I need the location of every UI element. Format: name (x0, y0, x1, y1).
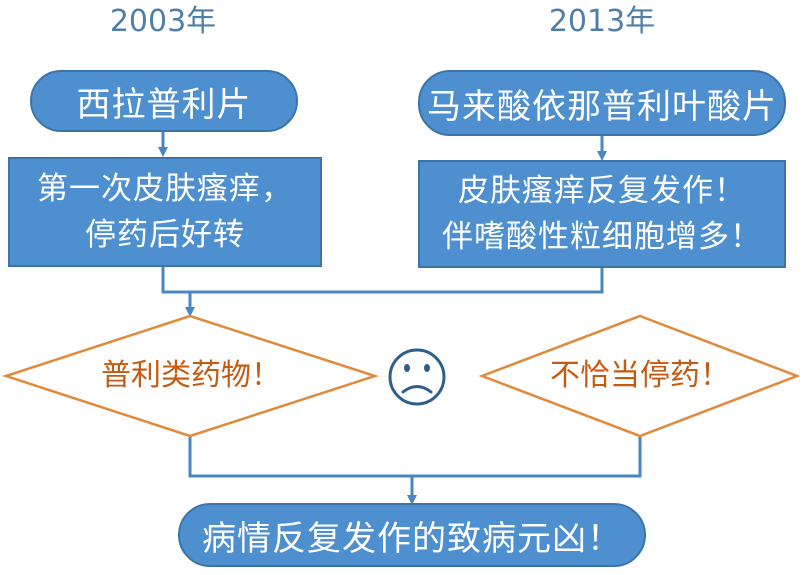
reaction-right-line-1: 皮肤瘙痒反复发作！ (458, 173, 746, 209)
sad-face-icon (388, 348, 446, 406)
conclusion-label: 病情反复发作的致病元凶！ (202, 518, 622, 559)
diamond-left-cause (1, 314, 380, 438)
reaction-right-line-2: 伴嗜酸性粒细胞增多！ (442, 219, 762, 255)
year-left-label: 2003年 (109, 4, 217, 39)
reaction-left-line-2: 停药后好转 (85, 217, 245, 253)
drug-right-label: 马来酸依那普利叶酸片 (427, 86, 777, 127)
drug-left-label: 西拉普利片 (76, 84, 252, 125)
diamond-right-cause (478, 314, 801, 438)
connector-diamonds-merge (188, 437, 642, 478)
cause-left-label: 普利类药物！ (101, 358, 281, 393)
drug-right-box: 马来酸依那普利叶酸片 (418, 70, 786, 136)
drug-left-box: 西拉普利片 (30, 70, 298, 132)
reaction-left-line-1: 第一次皮肤瘙痒， (37, 171, 293, 207)
reaction-right-box: 皮肤瘙痒反复发作！ 伴嗜酸性粒细胞增多！ (418, 160, 786, 268)
cause-right-label: 不恰当停药！ (550, 358, 730, 393)
reaction-left-box: 第一次皮肤瘙痒， 停药后好转 (8, 157, 322, 267)
conclusion-box: 病情反复发作的致病元凶！ (178, 503, 646, 567)
connector-reactions-merge (161, 267, 604, 294)
year-right-label: 2013年 (548, 4, 656, 39)
